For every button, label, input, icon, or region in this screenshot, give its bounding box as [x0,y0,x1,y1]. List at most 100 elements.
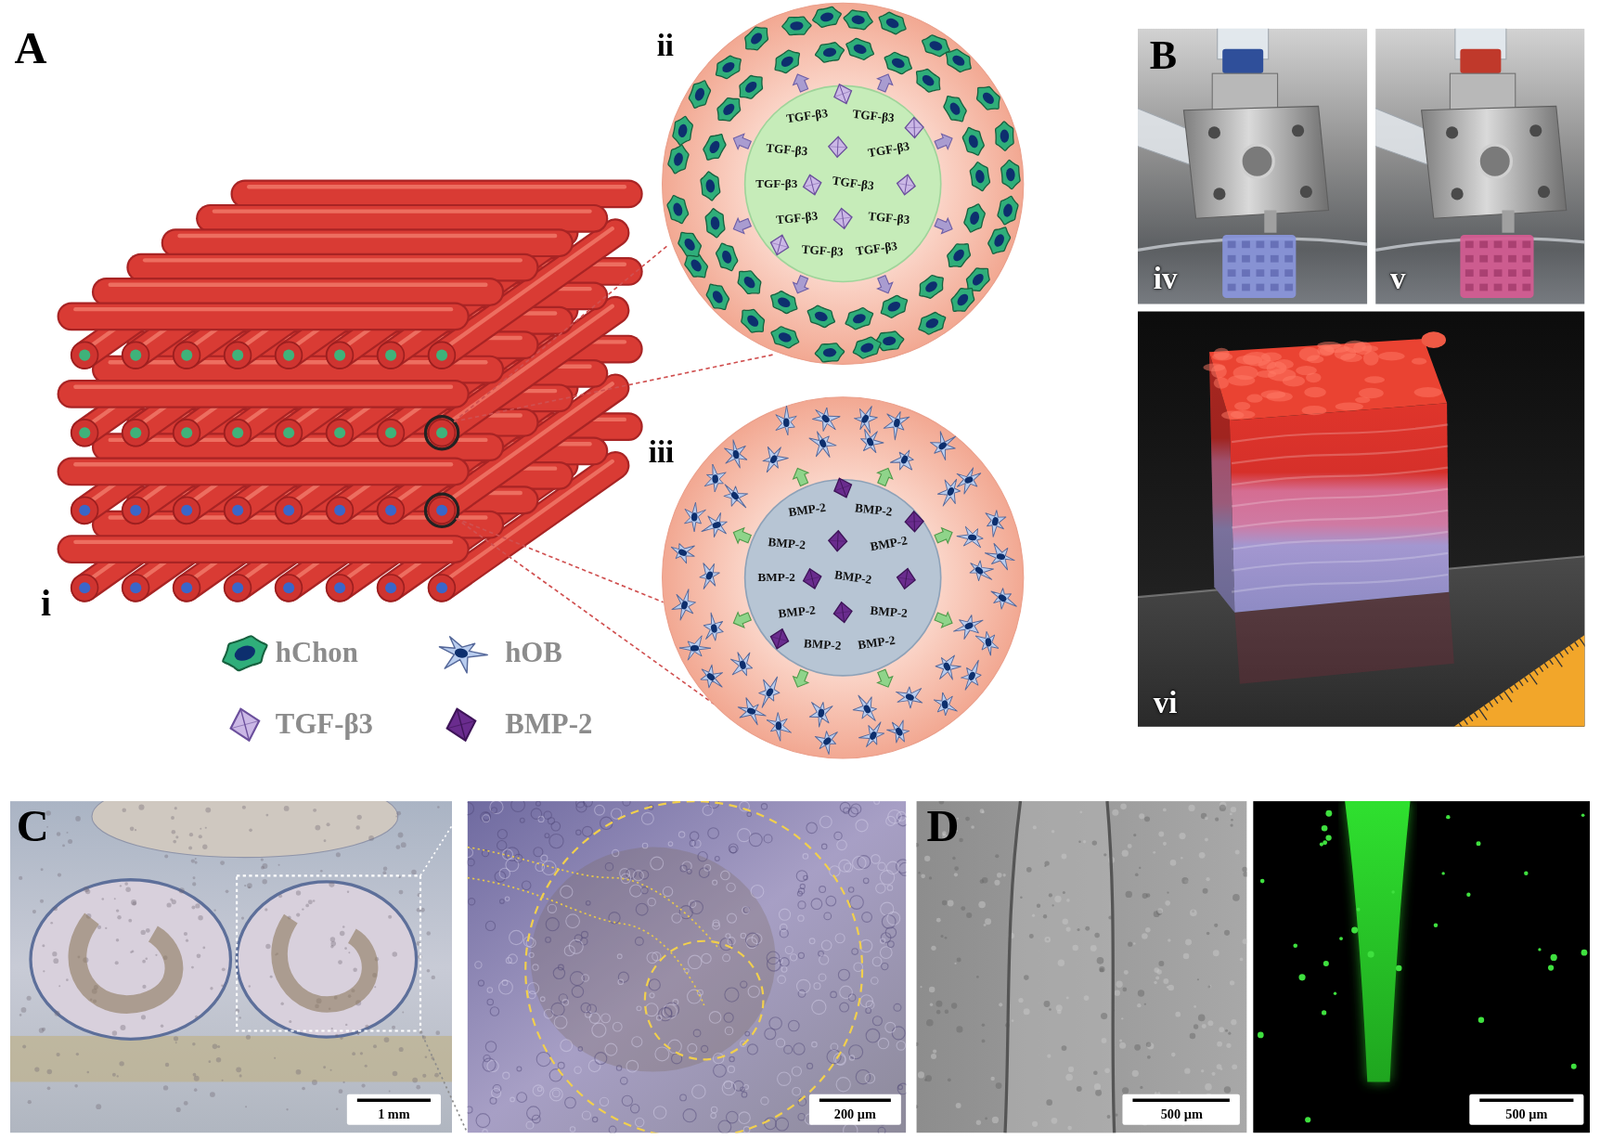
texture-dot [990,1076,994,1081]
cell-nucleus [812,309,829,323]
cell-nucleus [710,288,725,305]
construct-pore [1241,283,1251,292]
cell-body [946,283,980,317]
hydrogel-shell [662,2,1024,364]
diffusion-arrow [730,214,753,236]
channel-wall [1005,800,1020,1133]
texture-dot [392,951,399,957]
cell-body [843,36,878,64]
strand-end [326,419,354,447]
texture-cell [824,912,832,920]
osteoblast-cell [750,670,788,711]
strand-end [71,496,99,524]
texture-dot [920,873,926,878]
photo-background [1137,310,1586,726]
osteoblast-cell [885,716,914,746]
texture-cell [687,1043,697,1053]
texture-dot [1200,1069,1204,1072]
cell-nucleus [945,486,955,497]
screw [1208,126,1221,139]
texture-dot [196,953,202,958]
texture-dot [954,865,959,871]
cell-nucleus [950,53,967,69]
texture-cell [581,974,590,982]
strand-core [78,349,91,362]
texture-dot [1048,1007,1051,1010]
texture-cell [692,1084,706,1098]
osteoblast-cell [952,464,986,496]
texture-cell [532,964,539,970]
osteoblast-cell [668,538,698,566]
strand-core [334,426,346,439]
texture-dot [1127,843,1133,849]
printed-construct [1459,234,1534,298]
texture-cell [865,1028,880,1043]
texture-cell [761,1096,769,1105]
cell-nucleus [823,348,838,358]
osteoblast-cell [757,441,792,478]
cell-nucleus [951,247,967,264]
growth-factor-icon [800,566,825,591]
texture-dot [57,872,62,877]
construct-pore [1465,269,1474,277]
texture-cell [568,939,583,954]
cell-nucleus [453,647,469,659]
cell-nucleus [923,279,940,295]
texture-dot [1162,807,1167,812]
texture-dot [1146,1042,1151,1047]
crystal-shape [904,511,925,533]
construct-pore [1508,255,1517,263]
texture-cell [819,886,826,893]
texture-cell [680,1094,687,1101]
crystal-facet [833,610,852,614]
texture-dot [1066,996,1070,1000]
cell-body [733,265,766,299]
zoom-circle: iiiBMP-2BMP-2BMP-2BMP-2BMP-2BMP-2BMP-2BM… [660,396,1024,760]
osteoblast-cell [697,511,731,541]
texture-dot [338,1088,344,1094]
texture-cell [535,800,541,806]
texture-dot [212,1044,219,1050]
cell-nucleus [941,660,952,671]
arrow-shape [874,71,896,94]
texture-cell [896,1041,906,1051]
gel-bump [1265,391,1292,402]
texture-cell [540,996,545,1002]
texture-cell [661,1006,672,1018]
cell-nucleus [984,637,993,647]
live-cell [1325,834,1331,840]
texture-dot [112,1030,117,1035]
growth-factor-core [745,85,942,282]
texture-cell [618,979,624,985]
texture-dot [164,853,168,858]
osteoblast-cell [435,634,490,676]
strand-ridge [1231,424,1448,442]
texture-cell [862,912,873,923]
live-cell [1339,936,1343,941]
diffusion-arrow [932,130,955,153]
texture-dot [917,1070,925,1078]
texture-dot [320,869,323,873]
texture-dot [384,1036,390,1043]
interface-line [467,847,721,950]
texture-dot [311,1079,318,1085]
texture-dot [1204,816,1209,821]
texture-cell [830,991,838,998]
texture-dot [995,1082,1003,1089]
chondrocyte-cell [768,323,802,350]
construct-front [1229,402,1449,612]
cell-body [781,16,812,36]
cell-nucleus [882,335,897,347]
lower-strand [10,1035,452,1082]
cell-body [842,305,877,333]
texture-dot [138,804,144,811]
photo-background [467,800,907,1133]
cell-body [770,46,805,78]
strand-core [283,349,295,362]
texture-dot [115,960,119,965]
texture-cell [865,1007,872,1014]
cell-body [850,334,884,361]
hydrogel-strand [245,181,629,207]
ruler-tick [1509,687,1513,693]
strand-core [180,426,193,439]
